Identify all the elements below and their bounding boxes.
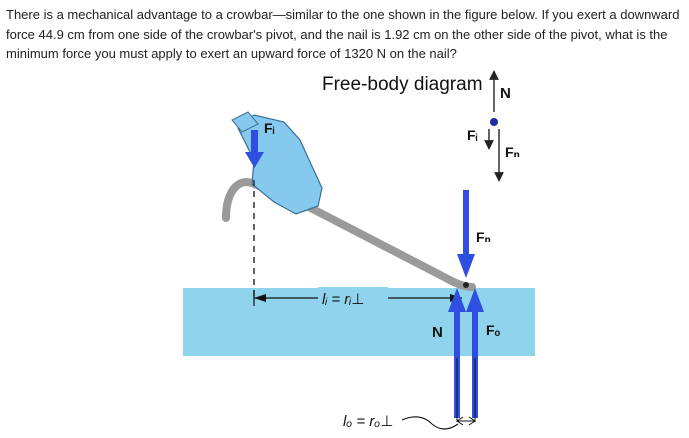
fbd-normal-label: N [500, 85, 511, 102]
nail-force-arrow [457, 190, 475, 278]
fbd-title: Free-body diagram [322, 74, 483, 95]
lo-pointer [401, 416, 459, 430]
lo-label: lₒ = rₒ⊥ [343, 413, 393, 430]
crowbar [222, 178, 476, 291]
board-fo-label: Fₒ [486, 322, 501, 338]
fbd-fi-label: Fᵢ [467, 127, 478, 143]
hand-fi-label: Fᵢ [264, 120, 275, 136]
normal-force-arrow [448, 288, 466, 418]
output-force-arrow [466, 288, 484, 418]
pivot-point [463, 282, 469, 288]
fbd-fn-label: Fₙ [505, 144, 520, 160]
lo-bracket [456, 416, 476, 426]
li-arrowhead-left [254, 294, 266, 302]
board-normal-label: N [432, 324, 443, 341]
hand [231, 111, 323, 215]
hand-force-arrow [245, 130, 264, 168]
li-label: lᵢ = rᵢ⊥ [322, 291, 364, 308]
nail-fn-label: Fₙ [476, 229, 491, 245]
li-label-bg [318, 287, 388, 307]
fbd-pivot-dot [490, 118, 498, 126]
question-text: There is a mechanical advantage to a cro… [6, 7, 680, 61]
